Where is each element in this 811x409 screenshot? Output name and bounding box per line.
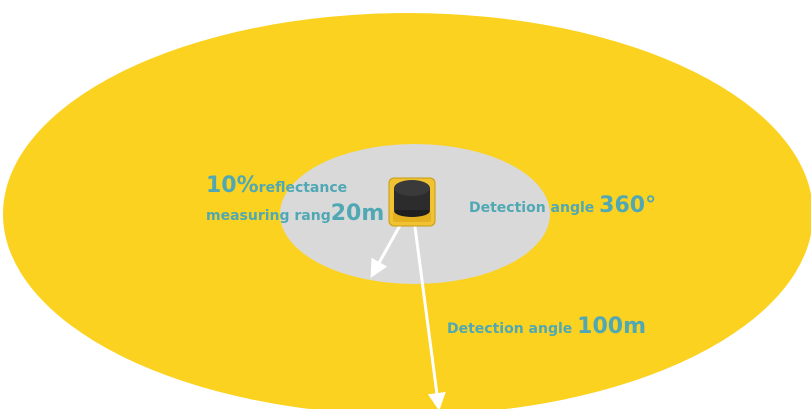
detection-distance-value: 100m [577,314,647,339]
reflectance-text: reflectance [258,180,348,196]
measuring-range-text: measuring rang [206,208,331,224]
measuring-range-label: measuring rang20m [206,203,384,225]
detection-distance-label: Detection angle 100m [447,316,646,338]
detection-angle-text: Detection angle [469,200,600,216]
measuring-range-value: 20m [330,201,385,226]
detection-distance-text: Detection angle [447,321,578,337]
detection-angle-value: 360° [599,193,657,218]
long-range-arrow [410,203,446,409]
reflectance-label: 10%reflectance [206,175,347,197]
reflectance-value: 10% [206,173,259,198]
lidar-sensor-icon [388,177,436,227]
detection-angle-label: Detection angle 360° [469,195,656,217]
